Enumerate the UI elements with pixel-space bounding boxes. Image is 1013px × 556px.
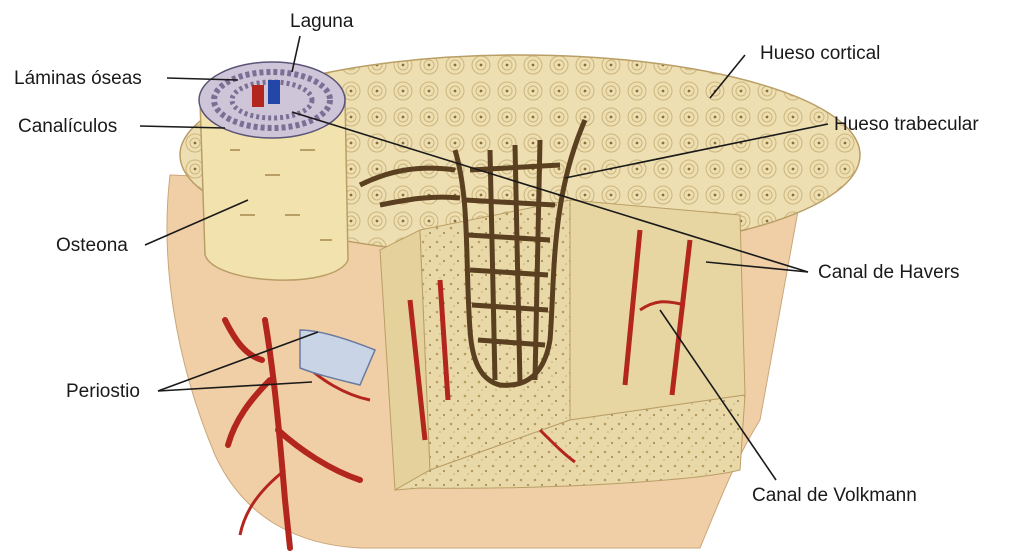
label-canaliculos: Canalículos: [18, 117, 117, 136]
cutaway-right-face: [570, 200, 745, 420]
osteon-cylinder: [199, 62, 348, 280]
label-hueso-trabecular: Hueso trabecular: [834, 115, 979, 134]
havers-artery: [252, 85, 264, 107]
label-laguna: Laguna: [290, 12, 353, 31]
label-canal-volkmann: Canal de Volkmann: [752, 486, 917, 505]
label-hueso-cortical: Hueso cortical: [760, 44, 880, 63]
label-canal-havers: Canal de Havers: [818, 263, 960, 282]
label-periostio: Periostio: [66, 382, 140, 401]
label-laminas-oseas: Láminas óseas: [14, 69, 142, 88]
havers-vein: [268, 80, 280, 104]
label-osteona: Osteona: [56, 236, 128, 255]
